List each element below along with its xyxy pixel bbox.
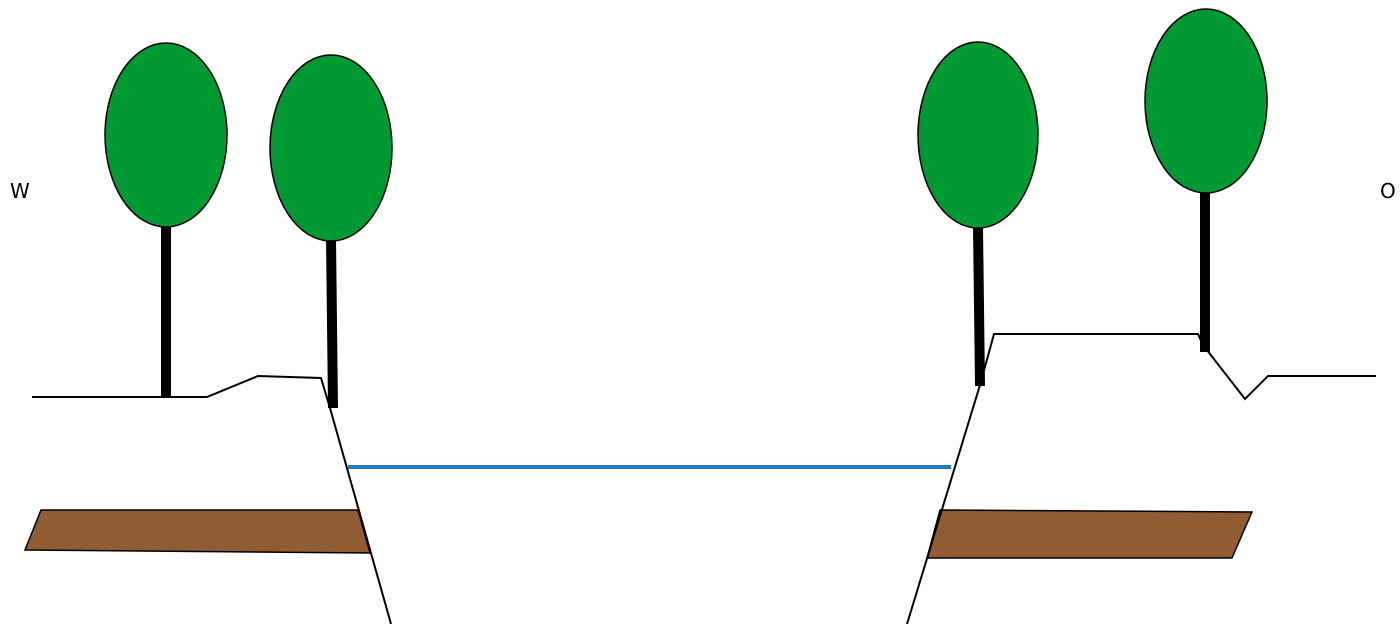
east-label: O: [1380, 179, 1396, 203]
tree-left-2: [270, 55, 392, 408]
west-label: W: [10, 179, 30, 203]
right-soil-layer: [927, 510, 1252, 558]
left-bank-profile: [32, 376, 391, 624]
tree-crown: [918, 42, 1038, 228]
left-soil-layer: [25, 510, 370, 553]
tree-trunk: [978, 226, 980, 386]
tree-right-2: [1145, 9, 1267, 352]
tree-left-1: [105, 43, 227, 397]
tree-crown: [1145, 9, 1267, 193]
tree-crown: [270, 55, 392, 241]
tree-crown: [105, 43, 227, 227]
tree-trunk: [331, 238, 333, 408]
